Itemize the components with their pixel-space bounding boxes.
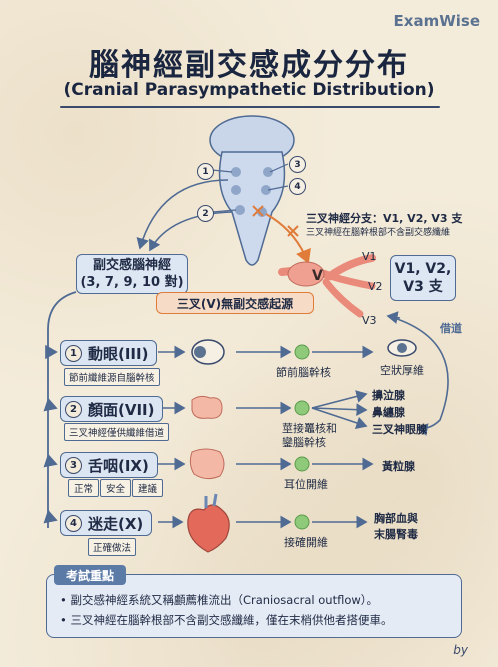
nerve-number: 3 <box>65 456 82 474</box>
nerve-number: 2 <box>65 400 82 418</box>
trigeminal-note-line1: 三叉神經分支：V1, V2, V3 支 <box>306 212 463 225</box>
borrow-label: 借道 <box>440 322 462 335</box>
row-2-flow <box>158 390 368 430</box>
nerve-glossopharyngeal-chip-3: 建議 <box>132 479 164 497</box>
row2-ganglion-line1: 莖接鼉核和 <box>282 422 337 435</box>
branches-box-line1: V1, V2, <box>394 261 452 277</box>
subtitle-underline <box>60 106 440 108</box>
trigeminal-v-label: V <box>312 268 323 284</box>
page-title: 腦神經副交感成分分布 <box>89 48 409 83</box>
row4-target-line2: 末腸腎毒 <box>374 528 418 541</box>
row-1-flow <box>158 339 417 365</box>
row1-target-label: 空狀厚維 <box>380 364 424 377</box>
row3-ganglion-label: 耳位開維 <box>284 478 328 491</box>
trigeminal-branches-box: V1, V2, V3 支 <box>390 255 456 301</box>
nerve-name: 動眼(III) <box>88 344 149 363</box>
v1-label: V1 <box>362 250 377 263</box>
brainstem-number-3: 3 <box>289 156 306 173</box>
row2-target-2: 鼻纏腺 <box>372 406 405 419</box>
trigeminal-nerve-illustration <box>278 254 376 318</box>
nerve-name: 迷走(X) <box>88 514 144 533</box>
nerve-facial-note: 三叉神經僅供纖維借道 <box>64 423 170 441</box>
nerve-facial: 2 顏面(VII) <box>60 396 164 422</box>
main-box-line1: 副交感腦神經 <box>92 258 171 273</box>
nerve-name: 舌咽(IX) <box>88 456 149 475</box>
page-subtitle: (Cranial Parasympathetic Distribution) <box>63 80 435 100</box>
nerve-number: 1 <box>65 344 82 362</box>
main-box-line2: (3, 7, 9, 10 對) <box>80 275 184 290</box>
row2-target-3: 三叉神眼腺 <box>372 423 427 436</box>
nerve-glossopharyngeal-chip-2: 安全 <box>100 479 132 497</box>
brainstem-illustration <box>209 115 295 266</box>
trigeminal-note-line2: 三叉神經在腦幹根部不含副交感纖維 <box>306 228 451 238</box>
row1-ganglion-label: 節前腦幹核 <box>276 366 331 379</box>
row2-target-1: 擤泣腺 <box>372 389 405 402</box>
nerve-number: 4 <box>65 514 82 532</box>
brainstem-number-4: 4 <box>289 178 306 195</box>
key-point-1: • 副交感神經系統又稱顱薦椎流出（Craniosacral outflow）。 <box>60 593 379 607</box>
key-point-2: • 三叉神經在腦幹根部不含副交感纖維，僅在末梢供他者搭便車。 <box>60 613 393 627</box>
branches-box-line2: V3 支 <box>403 279 443 295</box>
nerve-glossopharyngeal: 3 舌咽(IX) <box>60 452 158 478</box>
brainstem-number-1: 1 <box>197 163 214 180</box>
parasympathetic-cranial-nerves-box: 副交感腦神經 (3, 7, 9, 10 對) <box>76 254 188 294</box>
v2-label: V2 <box>368 280 383 293</box>
brand-logo: ExamWise <box>393 12 480 30</box>
nerve-oculomotor-note: 節前纖維源自腦幹核 <box>64 368 160 386</box>
row-4-flow <box>158 493 368 553</box>
row4-ganglion-label: 接確開維 <box>284 536 328 549</box>
row-3-flow <box>158 448 374 480</box>
nerve-name: 顏面(VII) <box>88 400 155 419</box>
signature: by <box>453 643 468 657</box>
trigeminal-block-mark <box>252 205 311 264</box>
row3-target-label: 黃粒腺 <box>382 460 415 473</box>
row4-target-line1: 胸部血與 <box>374 512 418 525</box>
key-point-1-text: 副交感神經系統又稱顱薦椎流出（Craniosacral outflow）。 <box>70 593 379 607</box>
row2-ganglion-line2: 鑾腦幹核 <box>282 436 326 449</box>
trigeminal-no-source-box: 三叉(V)無副交感起源 <box>156 292 314 314</box>
v3-label: V3 <box>362 314 377 327</box>
key-points-tag: 考試重點 <box>54 565 127 585</box>
key-point-2-text: 三叉神經在腦幹根部不含副交感纖維，僅在末梢供他者搭便車。 <box>70 613 393 627</box>
nerve-glossopharyngeal-chip-1: 正常 <box>68 479 100 497</box>
nerve-oculomotor: 1 動眼(III) <box>60 340 158 366</box>
nerve-vagus-note: 正確做法 <box>88 538 137 556</box>
nerve-vagus: 4 迷走(X) <box>60 510 153 536</box>
brainstem-number-2: 2 <box>197 205 214 222</box>
